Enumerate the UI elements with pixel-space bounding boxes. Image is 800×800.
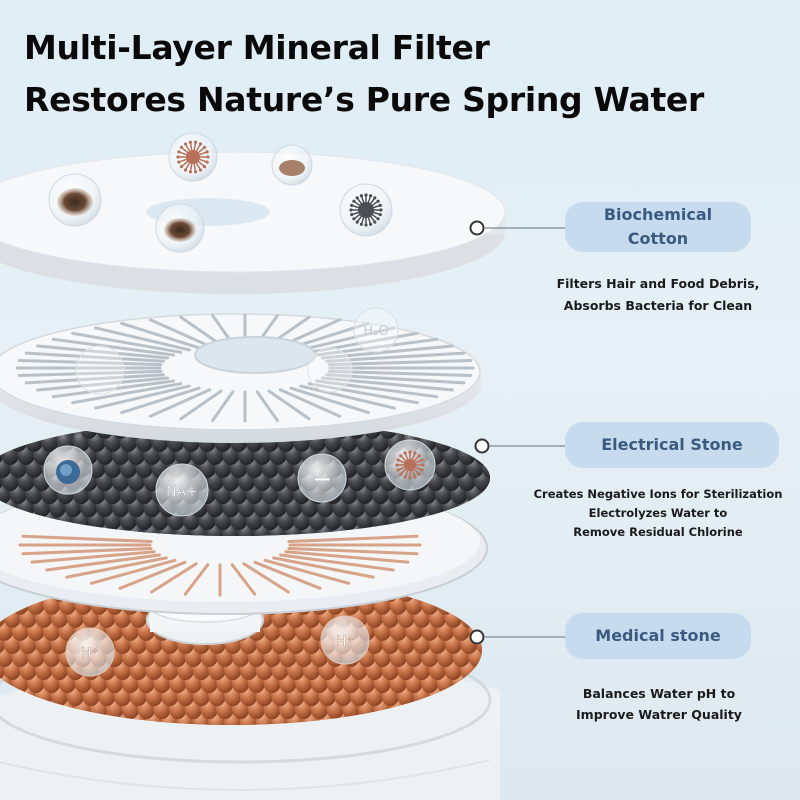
- biochemical-cotton-label-line-1: Biochemical: [603, 205, 713, 224]
- tray-slot: [21, 547, 153, 556]
- medical-stone-bead: [420, 592, 439, 615]
- plate-slot: [148, 388, 212, 418]
- electrical-stone-bead: [9, 429, 28, 452]
- medical-stone-bead: [460, 605, 479, 628]
- plate-slot: [36, 376, 170, 392]
- headline-line-2: Restores Nature’s Pure Spring Water: [24, 80, 704, 119]
- tray-slot: [230, 563, 257, 596]
- tray-slot: [263, 558, 351, 585]
- tray-slot: [65, 556, 168, 579]
- plate-slot: [71, 331, 183, 354]
- plate-slot: [320, 376, 454, 392]
- plate-slot: [179, 389, 223, 421]
- hydrogen-ion-label-1: H⁺: [81, 646, 99, 662]
- medical-stone-desc-line-1: Balances Water pH to: [582, 686, 736, 701]
- electrical-stone-bead: [434, 429, 453, 452]
- tray-slot: [89, 558, 177, 585]
- medical-stone-description: Balances Water pH to Improve Watrer Qual…: [548, 683, 770, 725]
- tray-slot: [287, 547, 419, 556]
- plate-slot: [17, 359, 163, 367]
- plate-slot: [94, 384, 191, 410]
- negative-ion-label: −: [312, 465, 332, 493]
- plate-slot: [120, 386, 201, 415]
- plate-slot: [320, 344, 454, 360]
- slotted-plate: [0, 313, 482, 443]
- tray-slot: [45, 553, 161, 572]
- medical-stone-bead: [11, 592, 30, 615]
- medical-stone-marker: [469, 629, 485, 645]
- hydrogen-ion-label-2: H⁺: [336, 634, 354, 650]
- medical-stone-bead: [436, 592, 455, 615]
- electrical-stone-label: Electrical Stone: [565, 422, 779, 468]
- plate-slot: [315, 337, 439, 357]
- plate-slot: [299, 384, 396, 410]
- biochemical-cotton-label-line-2: Cotton: [627, 229, 689, 248]
- electrical-stone-bead: [1, 442, 20, 466]
- electrical-stone-bead: [458, 442, 477, 466]
- electrical-stone-bead: [25, 429, 43, 452]
- water-molecule-label: H₂O: [363, 324, 388, 339]
- plate-slot: [24, 373, 165, 385]
- biochemical-cotton-desc-line-2: Absorbs Bacteria for Clean: [563, 298, 753, 313]
- plate-slot: [315, 379, 439, 399]
- plate-slot: [71, 382, 183, 405]
- medical-stone-label: Medical stone: [565, 613, 751, 659]
- electrical-stone-desc-line-3: Remove Residual Chlorine: [573, 525, 743, 539]
- electrical-stone-bead: [489, 468, 490, 492]
- biochemical-cotton-description: Filters Hair and Food Debris, Absorbs Ba…: [520, 273, 796, 317]
- electrical-stone-description: Creates Negative Ions for Sterilization …: [520, 485, 796, 542]
- electrical-stone-desc-line-1: Creates Negative Ions for Sterilization: [533, 487, 783, 501]
- electrical-stone-desc-line-2: Electrolyzes Water to: [588, 506, 728, 520]
- headline: Multi-Layer Mineral Filter Restores Natu…: [24, 22, 704, 126]
- electrical-stone-bead: [40, 429, 59, 452]
- medical-stone-bead: [444, 605, 463, 628]
- plate-slot: [148, 318, 212, 348]
- plate-slot: [211, 390, 235, 422]
- medical-stone-bead: [3, 605, 22, 628]
- medical-stone-desc-line-2: Improve Watrer Quality: [576, 707, 742, 722]
- plate-slot: [36, 344, 170, 360]
- plate-slot: [307, 382, 419, 405]
- plate-slot: [307, 331, 419, 354]
- plate-slot: [325, 373, 466, 385]
- tray-slot: [284, 550, 410, 564]
- plate-slot: [94, 326, 191, 352]
- electrical-stone-marker: [474, 438, 490, 454]
- tray-slot: [183, 563, 210, 596]
- ion-bubbles: H₂O NA+ − H⁺ H⁺: [43, 307, 436, 677]
- plate-slot: [327, 369, 473, 377]
- biochemical-cotton-marker: [469, 220, 485, 236]
- biochemical-cotton-desc-line-1: Filters Hair and Food Debris,: [556, 276, 760, 291]
- callout-connectors: [469, 220, 566, 645]
- tray-slot: [253, 560, 322, 590]
- plate-slot: [327, 359, 473, 367]
- plate-slot: [179, 315, 223, 347]
- plate-slot: [17, 369, 163, 377]
- headline-line-1: Multi-Layer Mineral Filter: [24, 28, 490, 67]
- plate-slot: [289, 386, 370, 415]
- electrical-stone-bead: [481, 455, 490, 479]
- plate-slot: [120, 321, 201, 350]
- sodium-ion-label: NA+: [166, 484, 198, 500]
- plate-slot: [51, 337, 175, 357]
- tray-slot: [279, 553, 395, 572]
- contaminant-bubbles: [48, 132, 393, 253]
- plate-slot: [255, 390, 279, 422]
- tray-slot: [242, 562, 290, 594]
- tray-slot: [118, 560, 187, 590]
- plate-slot: [299, 326, 396, 352]
- electrical-stone-layer: [0, 420, 490, 536]
- tray-slot: [30, 550, 156, 564]
- tray-slot: [150, 562, 198, 594]
- plate-slot: [51, 379, 175, 399]
- biochemical-cotton-label: Biochemical Cotton: [565, 202, 751, 252]
- plate-slot: [278, 388, 342, 418]
- plate-slot: [267, 389, 311, 421]
- tray-slot: [287, 534, 419, 543]
- tray-slot: [21, 534, 153, 543]
- plate-slot: [24, 351, 165, 363]
- tray-slot: [272, 556, 375, 579]
